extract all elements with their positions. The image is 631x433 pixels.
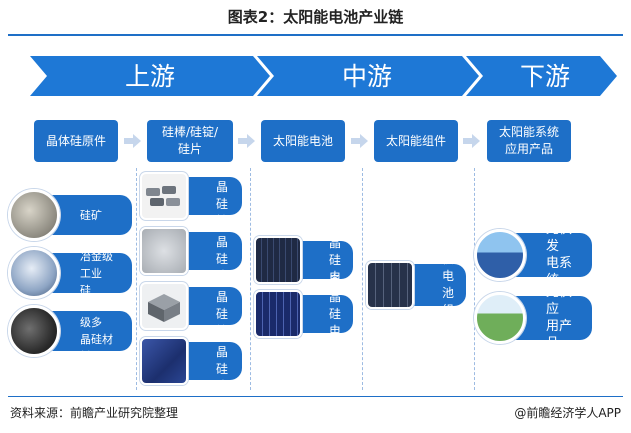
mono-cell-icon	[254, 236, 302, 284]
stage-downstream-label: 下游	[519, 62, 570, 91]
item-label: 多晶硅 锭	[216, 273, 229, 338]
header-label: 硅棒/硅锭/ 硅片	[161, 125, 219, 156]
upstream-arrow	[30, 56, 270, 96]
stage-upstream-label: 上游	[124, 62, 175, 91]
header-solar-cell: 太阳能电池	[261, 120, 345, 162]
polysilicon-icon	[8, 305, 60, 357]
ore-icon	[8, 189, 60, 241]
header-silicon-rod-ingot-wafer: 硅棒/硅锭/ 硅片	[147, 120, 233, 162]
item-label: 多晶硅 片	[216, 328, 229, 393]
header-label: 太阳能电池	[272, 133, 333, 148]
silicon-rod-icon	[140, 172, 188, 220]
flow-arrow-icon	[124, 134, 141, 148]
header-label: 太阳能系统 应用产品	[498, 125, 559, 156]
header-crystalline-silicon: 晶体硅原件	[34, 120, 118, 162]
stage-arrow-band	[30, 56, 617, 96]
pv-module-icon	[366, 261, 414, 309]
poly-cell-icon	[254, 290, 302, 338]
column-separator	[136, 168, 137, 390]
flow-arrow-icon	[351, 134, 368, 148]
header-application-products: 太阳能系统 应用产品	[487, 120, 571, 162]
power-plant-icon	[474, 229, 526, 281]
item-label: 单晶硅 电池	[329, 218, 342, 301]
metallurgical-silicon-icon	[8, 247, 60, 299]
column-separator	[362, 168, 363, 390]
item-label: 光伏电 池组件	[442, 235, 455, 334]
item-label: 多晶硅 电池	[329, 272, 342, 355]
column-separator	[474, 168, 475, 390]
flow-arrow-icon	[238, 134, 255, 148]
midstream-arrow	[257, 56, 479, 96]
poly-wafer-icon	[140, 337, 188, 385]
item-label: 单晶硅 棒	[216, 163, 229, 228]
header-label: 太阳能组件	[385, 133, 446, 148]
pv-streetlight-icon	[474, 292, 526, 344]
stage-midstream-label: 中游	[341, 62, 392, 91]
item-label: 单晶硅 片	[216, 218, 229, 283]
flow-arrow-icon	[463, 134, 480, 148]
item-label: 冶金级工业 硅	[80, 249, 113, 297]
item-label: 光伏发 电系统	[546, 222, 573, 288]
title-divider	[8, 34, 623, 36]
item-label: 硅矿	[80, 208, 102, 222]
footer-divider	[8, 396, 623, 397]
brand-credit: @前瞻经济学人APP	[514, 406, 621, 420]
source-note: 资料来源：前瞻产业研究院整理	[10, 406, 179, 420]
header-label: 晶体硅原件	[45, 133, 106, 148]
silicon-wafer-icon	[140, 227, 188, 275]
header-solar-module: 太阳能组件	[374, 120, 458, 162]
rods-graphic	[146, 186, 180, 206]
column-separator	[250, 168, 251, 390]
downstream-arrow	[466, 56, 617, 96]
item-label: 光伏应 用产品	[546, 285, 573, 351]
silicon-ingot-icon	[140, 282, 188, 330]
ingot-graphic	[148, 294, 180, 322]
item-label: 太阳能级多 晶硅材料	[80, 299, 113, 363]
chart-title: 图表2：太阳能电池产业链	[227, 8, 404, 26]
